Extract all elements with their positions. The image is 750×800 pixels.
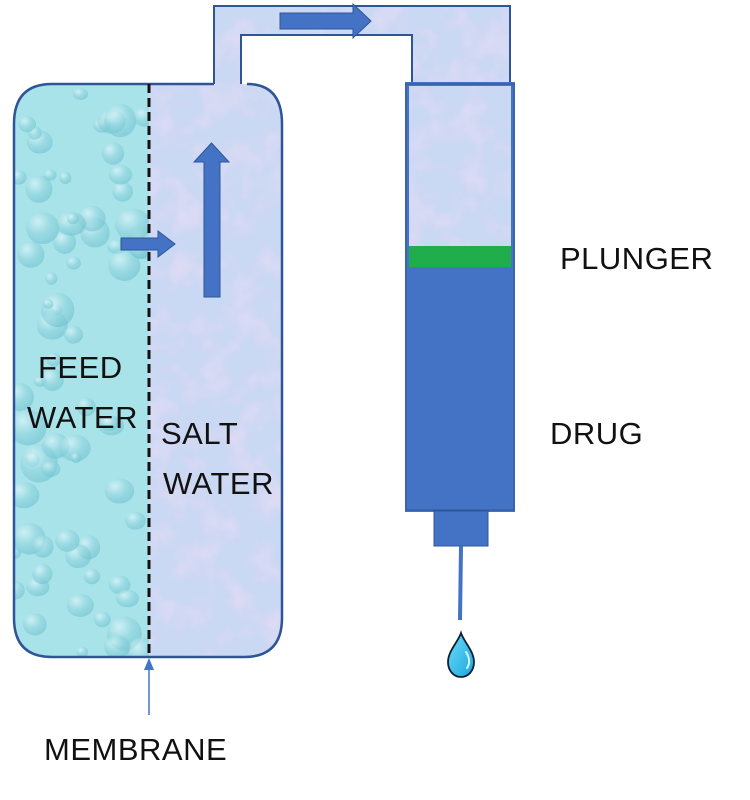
drug-reservoir	[408, 267, 512, 510]
syringe-water-section	[408, 84, 512, 246]
water-bubbles-texture	[14, 88, 149, 657]
water-bubble	[25, 175, 53, 203]
water-bubble	[66, 213, 79, 225]
feed-water-compartment	[14, 84, 149, 657]
membrane-label: MEMBRANE	[44, 732, 228, 767]
drug-label: DRUG	[550, 416, 644, 451]
water-bubble	[59, 434, 91, 462]
water-bubble	[17, 241, 45, 268]
needle	[458, 545, 463, 621]
water-bubble	[104, 635, 131, 657]
syringe	[405, 82, 515, 621]
water-bubble	[14, 382, 34, 411]
water-bubble	[66, 256, 81, 270]
water-bubble	[41, 368, 64, 392]
salt-water-label-line1: SALT	[161, 416, 239, 451]
water-bubble	[108, 575, 131, 595]
feed-water-label-line2: WATER	[27, 400, 138, 435]
arrow-right-membrane-icon	[120, 229, 176, 259]
water-bubble	[63, 325, 84, 344]
water-bubble	[76, 646, 89, 657]
water-bubble	[100, 415, 120, 431]
feed-water-label-line1: FEED	[38, 350, 123, 385]
water-bubble	[83, 568, 101, 585]
water-bubble	[46, 352, 61, 367]
water-bubble	[72, 88, 89, 100]
water-bubble	[59, 171, 72, 185]
water-bubble	[115, 208, 149, 241]
plunger	[408, 246, 512, 267]
water-bubble	[93, 611, 111, 628]
water-bubble	[104, 103, 137, 138]
water-bubble	[23, 613, 47, 636]
water-bubble	[14, 481, 40, 509]
salt-water-label-line2: WATER	[163, 466, 274, 501]
water-bubble	[126, 637, 149, 657]
water-bubble	[104, 478, 135, 504]
arrow-right-pipe-icon	[279, 2, 372, 40]
water-bubble	[41, 292, 75, 328]
water-bubble	[14, 410, 47, 446]
water-bubble	[45, 272, 58, 285]
arrow-up-salt-icon	[192, 142, 231, 298]
water-bubble	[70, 452, 82, 464]
water-bubble	[14, 580, 25, 600]
water-bubble	[108, 250, 141, 281]
water-bubble	[26, 211, 60, 245]
plunger-label: PLUNGER	[560, 241, 714, 276]
membrane-pointer-arrow	[144, 658, 154, 715]
water-bubble	[108, 164, 133, 185]
water-bubble	[116, 589, 139, 608]
water-bubble	[133, 106, 149, 127]
water-bubble	[53, 230, 77, 255]
water-bubble	[102, 142, 125, 165]
syringe-nozzle	[433, 510, 489, 547]
water-bubble	[32, 535, 54, 558]
water-bubble	[18, 115, 36, 133]
water-bubble	[41, 460, 61, 477]
osmotic-chamber-outline	[12, 82, 284, 659]
syringe-barrel-edge	[405, 83, 515, 511]
water-bubble	[42, 299, 54, 309]
water-bubble	[32, 563, 53, 585]
water-bubble	[66, 593, 94, 617]
water-bubble	[125, 511, 146, 530]
water-bubble	[55, 529, 80, 552]
water-bubble	[76, 397, 96, 417]
drug-droplet-icon	[447, 630, 475, 678]
water-bubble	[112, 181, 134, 202]
